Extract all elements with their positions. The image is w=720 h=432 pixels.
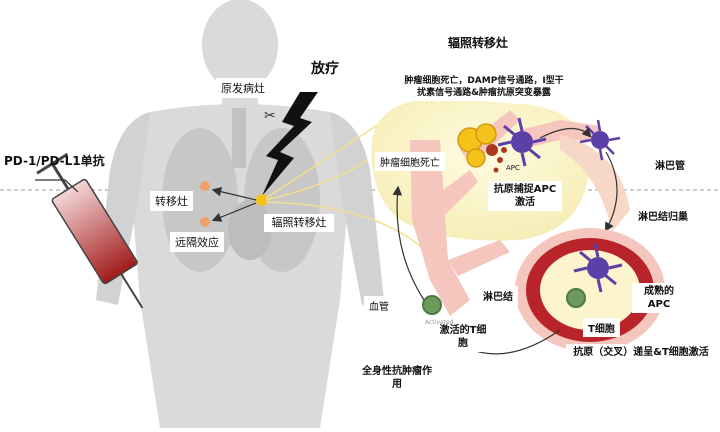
lymph-node-label: 淋巴结 [478, 286, 518, 305]
abscopal-dot [200, 217, 210, 227]
tumor-death-label: 肿瘤细胞死亡 [375, 152, 445, 171]
primary-tumor-label: 原发病灶 [216, 78, 270, 98]
pd1-antibody-label: PD-1/PD-L1单抗 [4, 152, 105, 169]
irradiated-lesion-small-label: 辐照转移灶 [264, 214, 334, 232]
trachea [232, 108, 246, 168]
mature-apc-label: 成熟的APC [632, 283, 686, 313]
t-cell-icon [567, 289, 585, 307]
abscopal-effect-label: 远隔效应 [170, 232, 224, 252]
activated-t-cell-label: 激活的T细胞 [434, 322, 492, 352]
metastasis-dot [200, 181, 210, 191]
blood-vessel-label: 血管 [364, 296, 394, 315]
antigen-capture-label: 抗原捕捉APC激活 [488, 181, 562, 211]
activated-t-cell-icon [423, 296, 441, 314]
cross-presentation-label: 抗原（交叉）递呈&T细胞激活 [566, 344, 716, 361]
activated-small-label: Activated [425, 319, 453, 326]
lymph-vessel-label: 淋巴管 [650, 155, 690, 174]
irradiated-lesion-title: 辐照转移灶 [448, 34, 508, 51]
systemic-effect-label: 全身性抗肿瘤作用 [356, 363, 438, 393]
lymph-node-homing-label: 淋巴结归巢 [633, 206, 693, 225]
mechanism-label: 肿瘤细胞死亡，DAMP信号通路，I型干扰素信号通路&肿瘤抗原突变暴露 [395, 73, 573, 101]
radiotherapy-label: 放疗 [311, 58, 339, 78]
metastasis-label: 转移灶 [150, 191, 193, 211]
human-body [96, 0, 384, 428]
scissors-icon: ✂ [264, 108, 276, 124]
apc-small-label: APC [506, 164, 520, 172]
t-cell-label: T细胞 [583, 318, 620, 337]
